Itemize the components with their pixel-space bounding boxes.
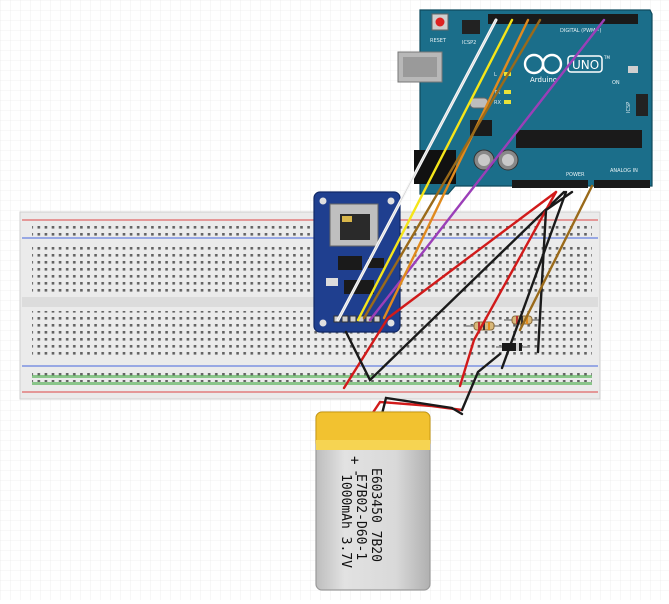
rx-label: RX xyxy=(494,100,501,106)
battery-capacity-line: 1000mAh 3.7V xyxy=(338,474,353,568)
wire-black-sd-gnd xyxy=(344,190,566,383)
wire-brown-sd xyxy=(362,18,542,320)
wires xyxy=(336,18,606,416)
arduino-logo xyxy=(523,53,563,75)
power-header xyxy=(512,180,588,188)
power-jack xyxy=(414,150,456,184)
on-led xyxy=(628,66,638,73)
wire-white-outline xyxy=(337,19,497,321)
analog-label: ANALOG IN xyxy=(610,168,638,174)
battery-model-line: E603450 7B20 xyxy=(368,468,383,562)
wire-yellow xyxy=(356,18,514,322)
uno-badge xyxy=(567,55,603,73)
on-label: ON xyxy=(612,80,620,86)
battery-minus-label: - xyxy=(348,469,364,477)
regulator-chip xyxy=(470,120,492,136)
l-label: L xyxy=(494,72,497,78)
wire-red-sd-power xyxy=(342,190,558,390)
wire-purple xyxy=(368,18,606,322)
wire-black-diode xyxy=(536,190,574,354)
resistor-1 xyxy=(466,321,500,331)
brand-label: Arduino xyxy=(530,76,557,84)
breadboard xyxy=(19,211,601,400)
arduino-uno-board: RESET ICSP2 DIGITAL (PWM~) Arduino UNO T… xyxy=(397,9,653,195)
digital-label: DIGITAL (PWM~) xyxy=(560,28,602,34)
diode xyxy=(496,343,530,351)
digital-header xyxy=(488,14,638,24)
wire-brown-analog xyxy=(518,184,594,332)
battery-plus-label: + xyxy=(346,456,362,464)
sd-card-module xyxy=(313,191,401,333)
rx-led xyxy=(504,100,511,104)
wire-red-divider xyxy=(458,190,558,388)
wire-battery-black-up xyxy=(460,352,502,412)
level-shifter-chip xyxy=(338,256,362,270)
wire-orange xyxy=(382,18,530,320)
wire-black-divider xyxy=(500,190,568,370)
model-label: UNO xyxy=(572,58,599,72)
lipo-battery: - + E603450 7B20 E7B02-D60-1 1000mAh 3.7… xyxy=(315,411,431,591)
rail-highlight-group xyxy=(32,375,592,385)
atmega-chip xyxy=(516,130,642,148)
icsp-label: ICSP xyxy=(626,102,632,113)
icsp-header xyxy=(636,94,648,116)
icsp2-header xyxy=(462,20,480,34)
icsp2-label: ICSP2 xyxy=(462,40,476,46)
wire-battery-black xyxy=(380,396,464,416)
tm-label: TM xyxy=(603,55,610,60)
reset-label: RESET xyxy=(430,38,447,44)
analog-header xyxy=(594,180,650,188)
battery-code-line: E7B02-D60-1 xyxy=(353,474,368,560)
tx-led xyxy=(504,90,511,94)
power-label: POWER xyxy=(566,172,585,178)
